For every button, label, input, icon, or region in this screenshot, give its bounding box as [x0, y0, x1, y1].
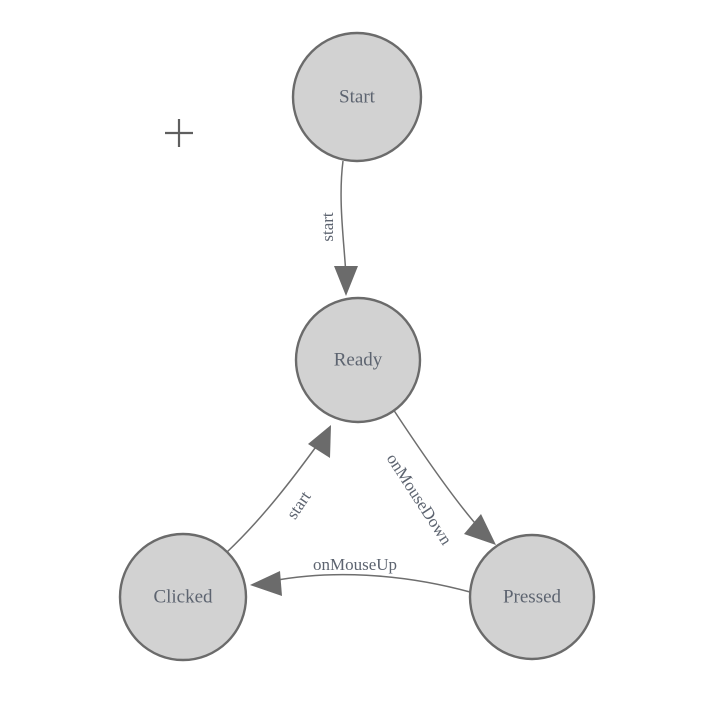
node-circle-start[interactable]	[291, 31, 423, 163]
edge-clicked-to-ready[interactable]: start	[226, 425, 331, 553]
node-label-clicked: Clicked	[153, 586, 213, 607]
node-label-start: Start	[339, 86, 376, 107]
node-label-ready: Ready	[334, 349, 383, 370]
node-circle-pressed[interactable]	[468, 533, 596, 661]
arrowhead-start-to-ready	[334, 266, 358, 296]
edge-ready-to-pressed[interactable]: onMouseDown	[383, 408, 496, 549]
node-circle-clicked[interactable]	[118, 532, 248, 662]
arrowhead-pressed-to-clicked	[250, 571, 282, 596]
edge-line-pressed-to-clicked	[271, 573, 471, 593]
node-ready[interactable]: Ready	[294, 296, 422, 424]
edge-label-clicked-to-ready: start	[283, 487, 315, 522]
edge-line-start-to-ready	[340, 160, 347, 277]
node-pressed[interactable]: Pressed	[468, 533, 596, 661]
node-label-pressed: Pressed	[503, 586, 562, 607]
arrowhead-ready-to-pressed	[464, 514, 496, 545]
node-clicked[interactable]: Clicked	[118, 532, 248, 662]
crosshair-marker[interactable]	[165, 119, 193, 147]
edge-line-ready-to-pressed	[392, 408, 482, 531]
edge-line-clicked-to-ready	[226, 443, 319, 553]
edge-label-ready-to-pressed: onMouseDown	[383, 450, 456, 549]
edge-start-to-ready[interactable]: start	[318, 160, 358, 296]
node-circle-ready[interactable]	[294, 296, 422, 424]
node-start[interactable]: Start	[291, 31, 423, 163]
arrowhead-clicked-to-ready	[308, 425, 331, 458]
edge-label-start-to-ready: start	[318, 212, 337, 242]
edge-pressed-to-clicked[interactable]: onMouseUp	[250, 555, 471, 596]
edge-label-pressed-to-clicked: onMouseUp	[313, 555, 397, 574]
